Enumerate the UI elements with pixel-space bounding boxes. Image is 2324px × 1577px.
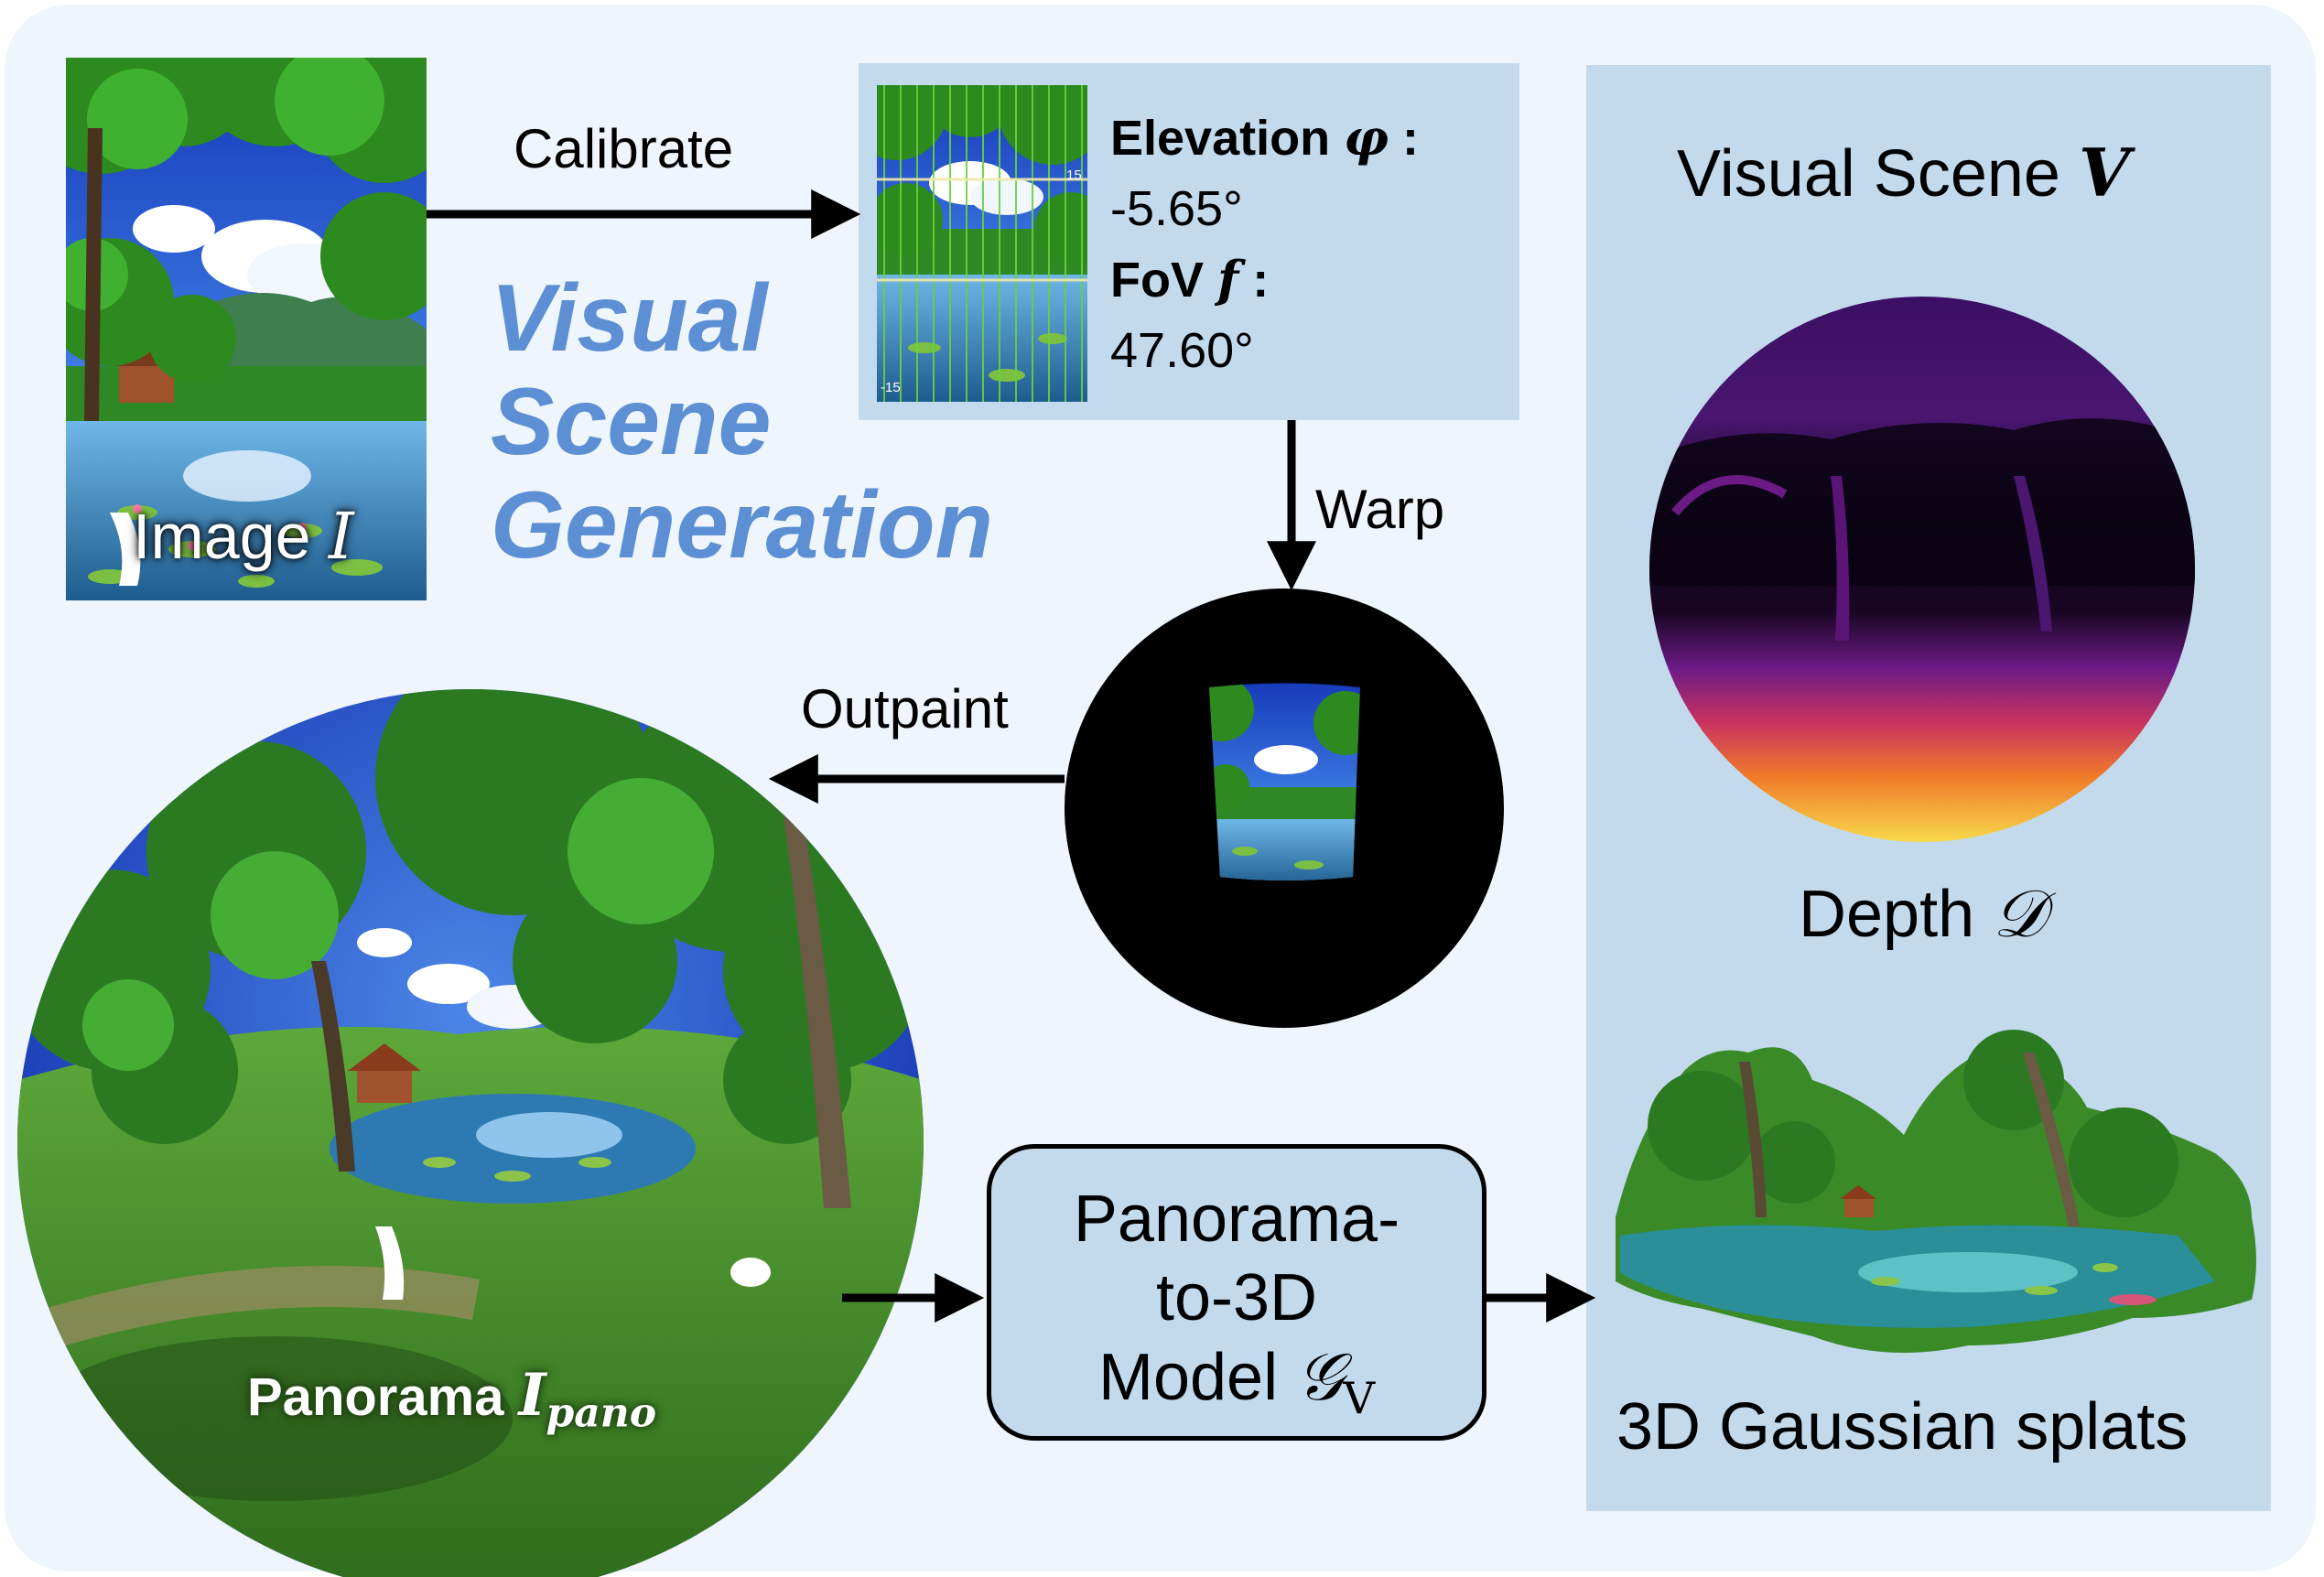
calibrate-label: Calibrate [513,118,734,179]
grid-top-tick: 15 [1066,167,1082,183]
gaussian-label: 3D Gaussian splats [1616,1390,2189,1464]
visual-scene-title: Visual Scene V [1677,134,2130,211]
elevation-label: Elevation [1110,111,1331,166]
model-subscript: V [1343,1373,1376,1425]
image-symbol: I [329,499,354,574]
model-line-1: Panorama- [1073,1183,1400,1256]
fov-row: FoV f : [1110,250,1270,308]
visual-scene-symbol: V [2078,134,2130,211]
section-title-line-2: Scene [491,369,772,475]
fov-label: FoV [1110,253,1204,308]
panorama-sphere [17,689,924,1577]
panorama-caption: Panorama Ipano [247,1361,656,1437]
outpaint-label: Outpaint [801,678,1009,740]
section-title-line-1: Visual [491,265,768,372]
visual-scene-title-text: Visual Scene [1677,137,2060,211]
calibration-params: Elevation φ : -5.65° FoV f : 47.60° [1110,103,1419,386]
fov-symbol: f [1217,250,1239,308]
calibration-image [877,85,1087,402]
elevation-symbol: φ [1344,108,1389,167]
grid-bottom-tick: -15 [881,380,901,395]
model-line-3: Model 𝒢V [991,1337,1482,1438]
panorama-to-3d-model-box: Panorama- to-3D Model 𝒢V [987,1144,1486,1441]
model-symbol: 𝒢 [1296,1338,1344,1415]
depth-symbol: 𝒟 [1993,875,2046,952]
panorama-caption-label: Panorama [247,1367,504,1427]
model-line-2: to-3D [1155,1261,1318,1334]
depth-label: Depth 𝒟 [1799,875,2046,954]
section-title: Visual Scene Generation [491,267,993,578]
depth-label-text: Depth [1799,878,1975,951]
panorama-symbol: I [518,1361,546,1430]
image-caption: Image I [133,499,354,574]
image-caption-label: Image [133,501,311,572]
model-line-3-text: Model [1097,1341,1279,1414]
elevation-value: -5.65° [1110,181,1243,236]
section-title-line-3: Generation [491,472,993,578]
panorama-subscript: pano [546,1389,657,1437]
warped-image [1209,683,1360,880]
depth-sphere [1649,297,2195,842]
calibration-grid [883,85,1083,402]
gaussian-splats [1616,1030,2256,1353]
fov-value: 47.60° [1110,323,1254,378]
warp-label: Warp [1315,479,1445,540]
elevation-row: Elevation φ : [1110,108,1419,167]
input-image [66,58,427,600]
model-text: Panorama- to-3D Model 𝒢V [991,1180,1482,1438]
